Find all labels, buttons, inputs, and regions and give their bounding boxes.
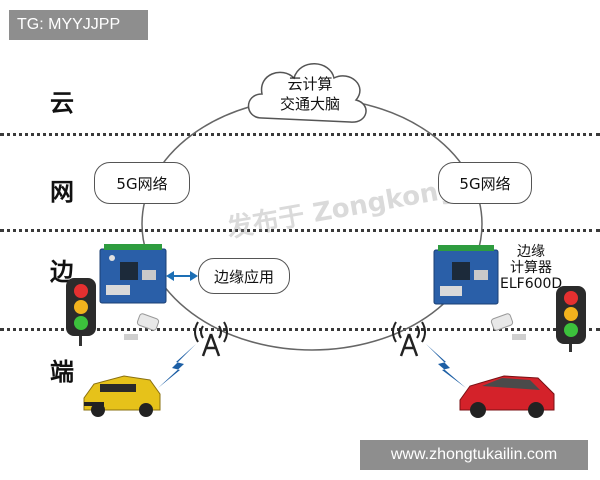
yellow-car-icon	[83, 375, 161, 417]
cloud-label-line1: 云计算	[287, 75, 333, 93]
separator-network-edge	[0, 229, 600, 232]
camera-right-icon	[490, 313, 526, 340]
cloud-label-line2: 交通大脑	[279, 95, 340, 113]
site-url-banner: www.zhongtukailin.com	[360, 440, 588, 470]
traffic-light-left-icon	[66, 278, 96, 346]
tg-tag: TG: MYYJJPP	[9, 10, 148, 40]
separator-edge-terminal	[0, 328, 600, 331]
antenna-left-icon	[194, 321, 228, 357]
cloud-computing-label: 云计算 交通大脑	[270, 74, 350, 114]
network-5g-right: 5G网络	[438, 162, 532, 204]
edge-device-label: 边缘 计算器 ELF600D	[500, 244, 562, 292]
signal-right-icon	[426, 344, 466, 388]
cloud-icon	[247, 63, 367, 123]
edge-device-line3: ELF600D	[500, 276, 563, 292]
separator-cloud-network	[0, 133, 600, 136]
camera-left-icon	[124, 313, 160, 340]
edge-device-line1: 边缘	[517, 244, 545, 260]
layer-label-cloud: 云	[50, 89, 74, 117]
edge-application-box: 边缘应用	[198, 258, 290, 294]
signal-left-icon	[158, 344, 196, 388]
edge-board-right-icon	[433, 245, 499, 305]
bidirectional-arrow-icon	[166, 271, 198, 281]
edge-device-line2: 计算器	[510, 260, 552, 276]
antenna-right-icon	[392, 321, 426, 357]
traffic-light-right-icon	[556, 286, 586, 352]
edge-board-left-icon	[99, 244, 167, 304]
network-5g-left: 5G网络	[94, 162, 190, 204]
layer-label-network: 网	[50, 178, 74, 206]
layer-label-terminal: 端	[50, 358, 74, 386]
red-car-icon	[459, 375, 555, 418]
